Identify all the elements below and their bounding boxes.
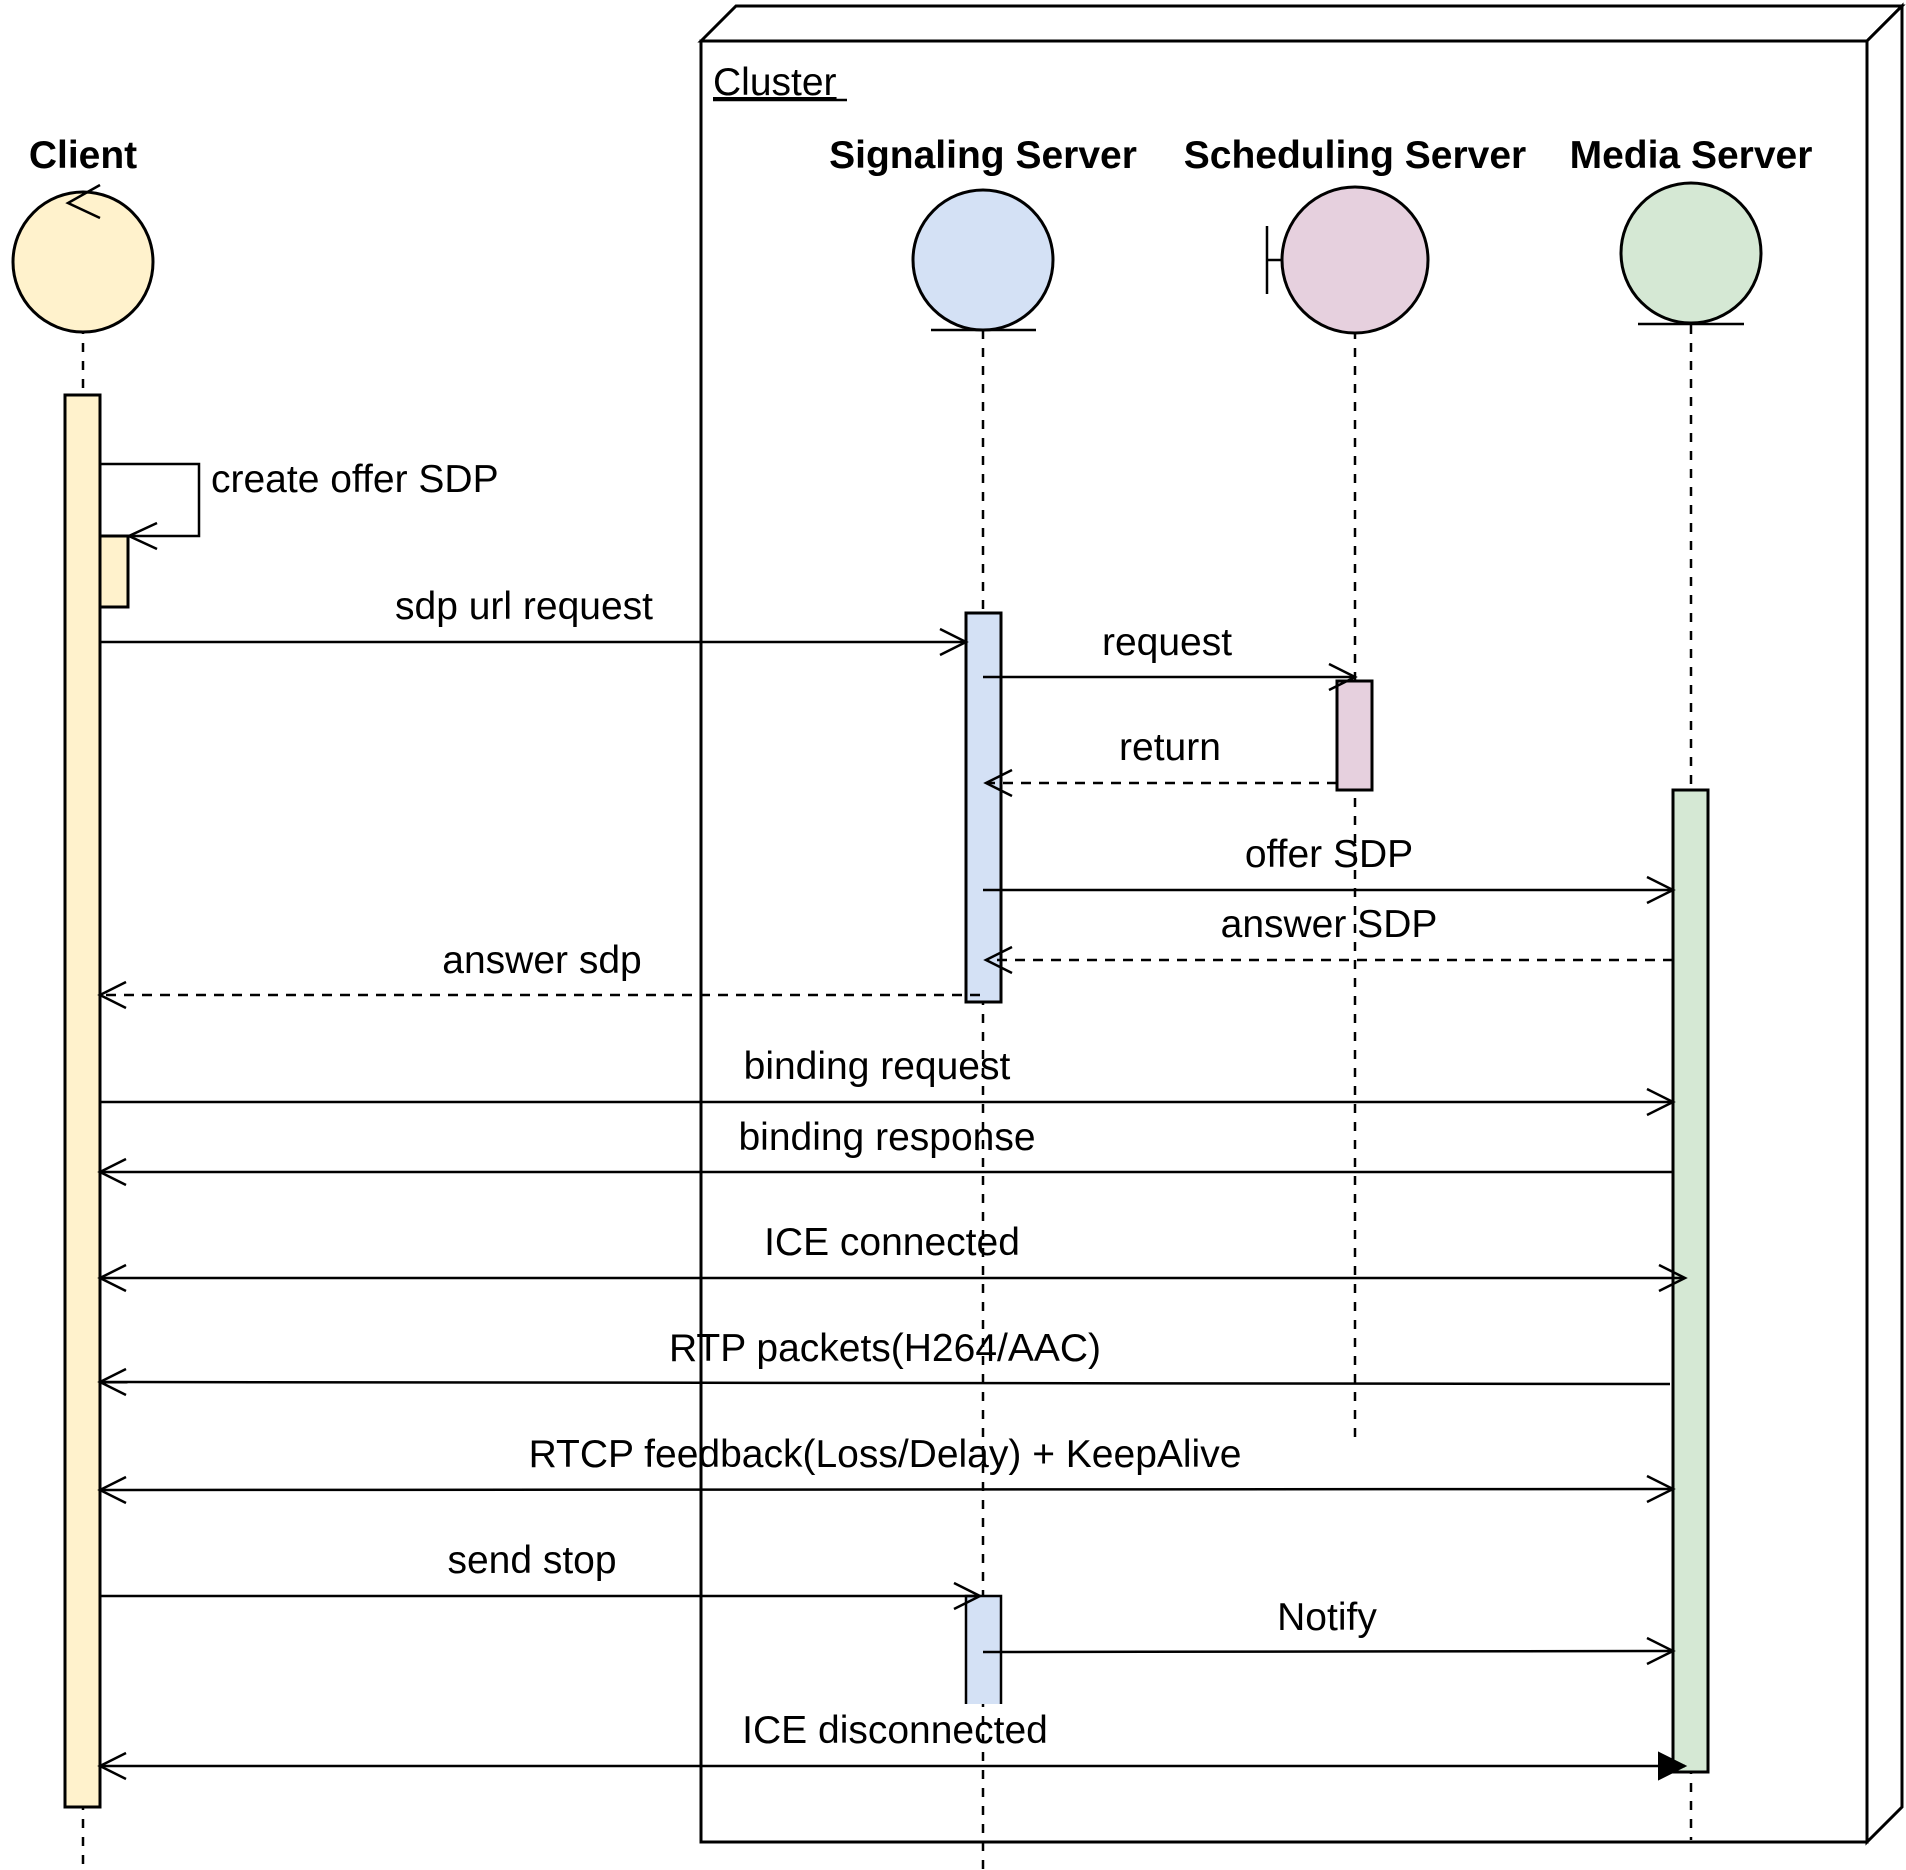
notify-arrowhead (1646, 1636, 1676, 1666)
rtcp-feedback-label: RTCP feedback(Loss/Delay) + KeepAlive (529, 1433, 1242, 1476)
rtp-packets-line (99, 1380, 1671, 1386)
return-arrowhead (983, 768, 1013, 798)
scheduling-server-name: Scheduling Server (1184, 134, 1526, 177)
message-ice-disconnected: ICE disconnected (97, 1709, 1688, 1781)
signaling-server-name: Signaling Server (829, 134, 1137, 177)
create-offer-sdp-label: create offer SDP (211, 458, 499, 501)
cluster-label: Cluster (713, 61, 837, 104)
client-nested-activation (98, 534, 130, 609)
message-notify: Notify (982, 1596, 1676, 1666)
media-server-circle (1619, 181, 1763, 325)
binding-response-arrowhead (97, 1157, 127, 1187)
ice-connected-arrowhead-left (97, 1263, 127, 1293)
sdp-url-request-label: sdp url request (395, 585, 653, 628)
rtcp-feedback-arrowhead-left (97, 1475, 127, 1505)
client-circle (11, 190, 155, 334)
notify-label: Notify (1277, 1596, 1377, 1639)
signaling-server-circle (911, 188, 1055, 332)
message-return: return (983, 726, 1337, 798)
message-offer-sdp: offer SDP (983, 833, 1676, 905)
message-request: request (983, 621, 1358, 692)
scheduling-server-circle (1280, 185, 1430, 335)
binding-request-label: binding request (744, 1045, 1011, 1088)
client-control-arrow (65, 183, 101, 220)
media-server-name: Media Server (1570, 134, 1813, 177)
cluster-box-top (697, 4, 1906, 43)
offer-sdp-arrowhead (1646, 875, 1676, 905)
ice-connected-arrowhead-right (1658, 1263, 1688, 1293)
message-answer-sdp-to-client: answer sdp (97, 939, 980, 1010)
rtcp-feedback-line (99, 1487, 1674, 1492)
ice-connected-label: ICE connected (764, 1221, 1020, 1264)
rtp-packets-arrowhead (97, 1367, 127, 1397)
cluster-node: Cluster (697, 2, 1906, 1846)
request-label: request (1102, 621, 1232, 664)
scheduling-server-boundary-icon (1265, 185, 1430, 335)
request-arrowhead (1328, 662, 1358, 692)
message-create-offer-sdp: create offer SDP (98, 458, 499, 609)
message-answer-sdp: answer SDP (983, 903, 1673, 975)
create-offer-sdp-arrow (100, 462, 201, 538)
signaling-server-activation-2 (966, 1596, 1001, 1704)
message-send-stop: send stop (100, 1539, 983, 1611)
notify-line (982, 1649, 1674, 1654)
answer-sdp-arrowhead (983, 945, 1013, 975)
ice-disconnected-arrowhead-left (97, 1751, 127, 1781)
message-binding-request: binding request (100, 1045, 1676, 1117)
message-sdp-url-request: sdp url request (100, 585, 969, 657)
scheduling-server-activation (1335, 679, 1374, 792)
client-control-icon (11, 183, 155, 334)
client-activation (63, 393, 102, 1809)
message-binding-response: binding response (97, 1116, 1673, 1187)
binding-request-arrowhead (1646, 1087, 1676, 1117)
rtcp-feedback-arrowhead-right (1646, 1474, 1676, 1504)
signaling-server-activation-1 (964, 611, 1003, 1004)
client-name: Client (29, 134, 137, 177)
signaling-server-entity-icon (911, 188, 1055, 332)
message-rtp-packets: RTP packets(H264/AAC) (97, 1327, 1671, 1397)
binding-response-label: binding response (738, 1116, 1035, 1159)
rtp-packets-label: RTP packets(H264/AAC) (669, 1327, 1101, 1370)
signaling-server-activation-2-outline (964, 1594, 1003, 1704)
message-rtcp-feedback: RTCP feedback(Loss/Delay) + KeepAlive (97, 1433, 1676, 1505)
send-stop-arrowhead (953, 1581, 983, 1611)
answer-sdp-to-client-arrowhead (97, 980, 127, 1010)
media-server-entity-icon (1619, 181, 1763, 326)
answer-sdp-to-client-label: answer sdp (442, 939, 641, 982)
send-stop-label: send stop (447, 1539, 616, 1582)
message-ice-connected: ICE connected (97, 1221, 1688, 1293)
ice-disconnected-arrowhead-right (1658, 1751, 1688, 1781)
sdp-url-request-arrowhead (939, 627, 969, 657)
answer-sdp-label: answer SDP (1221, 903, 1438, 946)
offer-sdp-label: offer SDP (1245, 833, 1413, 876)
ice-disconnected-label: ICE disconnected (742, 1709, 1048, 1752)
cluster-box-side (1865, 2, 1904, 1846)
return-label: return (1119, 726, 1221, 769)
